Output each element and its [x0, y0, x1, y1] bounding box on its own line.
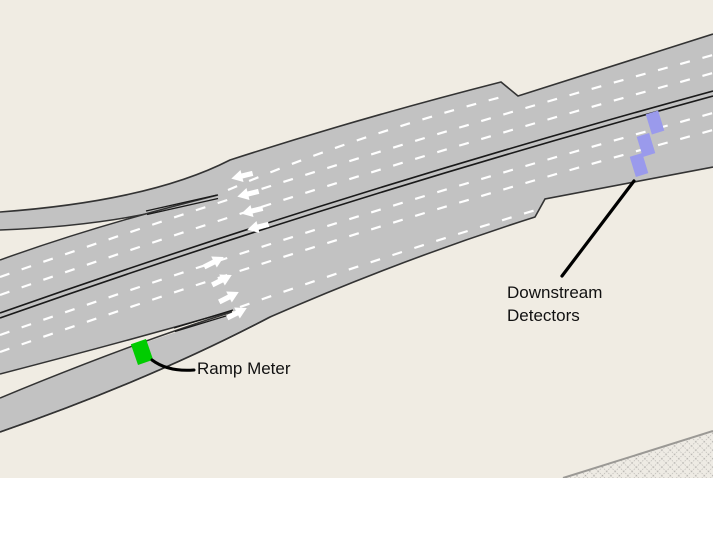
detector-marker[interactable] — [629, 153, 649, 177]
ramp-meter-leader-line — [150, 358, 196, 372]
page-margin — [0, 478, 713, 543]
downstream-detectors-label-line2: Detectors — [507, 306, 580, 325]
exit-gore-divider — [145, 194, 219, 216]
detectors-leader-line — [560, 179, 636, 278]
freeway-south-edge — [0, 166, 713, 433]
ramp-meter-marker[interactable] — [130, 338, 154, 366]
lane-markings — [0, 53, 713, 354]
ramp-meter-label: Ramp Meter — [197, 359, 291, 378]
mainline-edge-at-exit-gore — [0, 194, 219, 261]
merge-gore-divider — [173, 309, 235, 333]
freeway-north-edge — [0, 33, 713, 213]
downstream-detectors — [629, 110, 665, 177]
restricted-area-hatch — [562, 430, 713, 479]
freeway — [0, 33, 713, 433]
detector-marker[interactable] — [636, 133, 656, 157]
downstream-detectors-label-line1: Downstream — [507, 283, 602, 302]
detector-marker[interactable] — [645, 110, 665, 135]
median-barrier — [0, 90, 713, 319]
